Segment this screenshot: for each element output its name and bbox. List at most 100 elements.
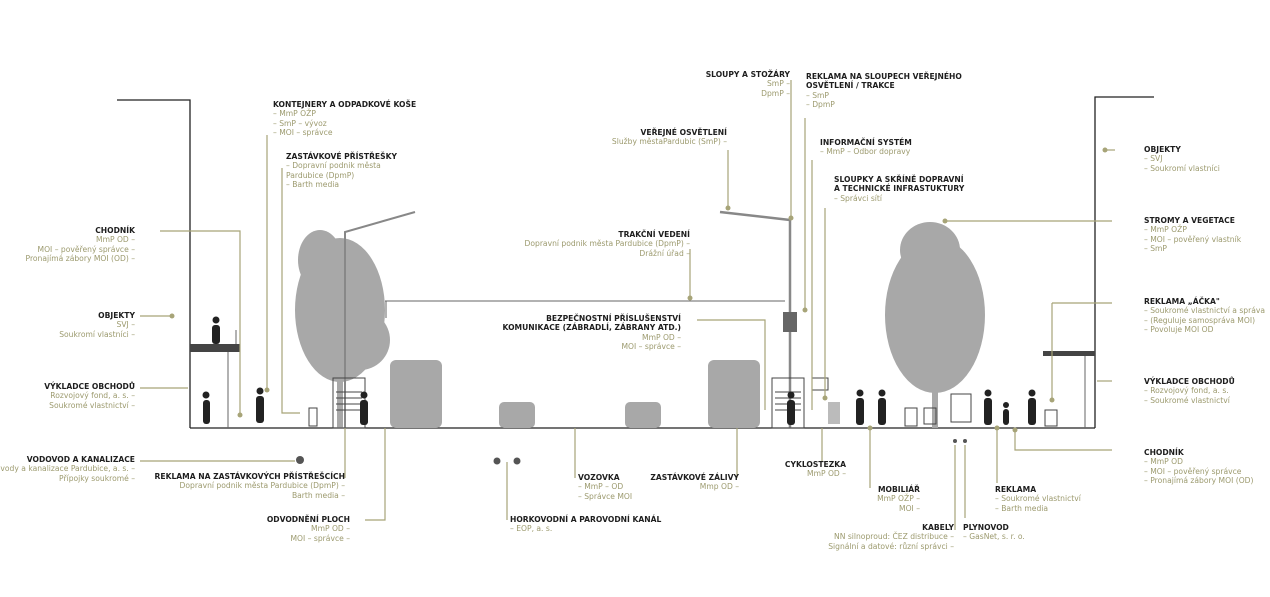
label-sloupy: SLOUPY A STOŽÁRY SmP – DpmP – xyxy=(706,70,790,98)
kabely-title: KABELY xyxy=(922,523,954,532)
odvodneni-title: ODVODNĚNÍ PLOCH xyxy=(266,515,350,524)
informacni-title: INFORMAČNÍ SYSTÉM xyxy=(820,138,912,147)
label-vyklad-left: VÝKLADCE OBCHODŮ Rozvojový fond, a. s. –… xyxy=(44,382,135,410)
vyklad-left-line-2: Soukromé vlastnictví – xyxy=(49,400,135,410)
vyklad-right-title: VÝKLADCE OBCHODŮ xyxy=(1144,377,1235,386)
zastavkove-zalivy-line-1: Mmp OD – xyxy=(699,482,739,492)
chodnik-right-line-3: – Pronajímá zábory MOI (OD) xyxy=(1144,476,1254,486)
kabely-line-2: Signální a datové: různí správci – xyxy=(828,541,954,551)
right-shop-awning xyxy=(1043,351,1095,356)
label-zastavkove-zalivy: ZASTÁVKOVÉ ZÁLIVY Mmp OD – xyxy=(650,473,739,492)
objekty-right-line-1: – SVJ xyxy=(1144,154,1163,164)
plynovod-title: PLYNOVOD xyxy=(963,523,1009,532)
stromy-line-2: – MOI – pověřený vlastník xyxy=(1144,234,1242,244)
label-informacni: INFORMAČNÍ SYSTÉM – MmP – Odbor dopravy xyxy=(820,138,912,157)
label-objekty-right: OBJEKTY – SVJ – Soukromí vlastníci xyxy=(1144,145,1220,173)
mobiliar-line-1: MmP OŽP – xyxy=(877,494,920,504)
trakce-pole-box xyxy=(783,312,797,332)
stromy-line-1: – MmP OŽP xyxy=(1144,225,1187,235)
vozovka-line-1: – MmP – OD xyxy=(578,482,624,492)
cable-marker-2 xyxy=(963,439,967,443)
objekty-right-title: OBJEKTY xyxy=(1144,145,1181,154)
label-verejne-osvetleni: VEŘEJNÉ OSVĚTLENÍ Služby městaPardubic (… xyxy=(612,128,727,147)
vozovka-line-2: – Správce MOI xyxy=(578,491,633,501)
bezpecnost-line-2: MOI – správce – xyxy=(621,342,682,352)
sloupky-title: SLOUPKY A SKŘÍNĚ DOPRAVNÍ xyxy=(834,175,964,184)
kabely-line-1: NN silnoproud: ČEZ distribuce – xyxy=(834,532,954,542)
objekty-left-line-2: Soukromí vlastníci – xyxy=(59,329,135,339)
bezpecnost-title-2: KOMUNIKACE (ZÁBRADLÍ, ZÁBRANY ATD.) xyxy=(502,323,681,333)
label-objekty-left: OBJEKTY SVJ – Soukromí vlastníci – xyxy=(59,311,135,339)
kontejnery-line-2: – SmP – vývoz xyxy=(273,118,327,128)
kontejnery-title: KONTEJNERY A ODPADKOVÉ KOŠE xyxy=(273,100,417,109)
reklama-sloupy-title-2: OSVĚTLENÍ / TRAKCE xyxy=(806,81,895,91)
left-car xyxy=(499,402,535,428)
reklama-acka-line-3: – Povoluje MOI OD xyxy=(1144,325,1214,335)
label-vyklad-right: VÝKLADCE OBCHODŮ – Rozvojový fond, a. s.… xyxy=(1144,377,1235,405)
trakcni-title: TRAKČNÍ VEDENÍ xyxy=(618,230,690,239)
objekty-right-line-2: – Soukromí vlastníci xyxy=(1144,163,1220,173)
sloupy-line-2: DpmP – xyxy=(761,88,790,98)
chodnik-left-line-2: MOI – pověřený správce – xyxy=(37,244,135,254)
odvodneni-line-2: MOI – správce – xyxy=(290,533,351,543)
reklama-acka-line-2: – (Reguluje samospráva MOI) xyxy=(1144,315,1256,325)
sloupky-title-2: A TECHNICKÉ INFRASTUKTURY xyxy=(834,184,965,194)
reklama-acka-title: REKLAMA „ÁČKA" xyxy=(1144,297,1220,306)
zastavkove-line-2: Pardubice (DpmP) xyxy=(286,170,355,180)
right-ad-frame xyxy=(904,407,918,427)
trakcni-line-2: Drážní úřad – xyxy=(639,248,690,258)
horkovod-line-1: – EOP, a. s. xyxy=(510,524,553,534)
advert-stand xyxy=(950,393,972,423)
chodnik-right-line-1: – MmP OD xyxy=(1144,457,1183,467)
right-tree xyxy=(885,222,985,428)
sloupy-title: SLOUPY A STOŽÁRY xyxy=(705,70,790,79)
reklama-acka-line-1: – Soukromé vlastnictví a správa xyxy=(1144,306,1266,316)
right-waste-bin xyxy=(1044,409,1058,427)
zastavkove-line-1: – Dopravní podnik města xyxy=(286,161,381,171)
label-plynovod: PLYNOVOD – GasNet, s. r. o. xyxy=(963,523,1025,542)
leader-lines xyxy=(140,80,1115,530)
bench xyxy=(923,407,937,425)
mobiliar-title: MOBILIÁŘ xyxy=(877,485,920,494)
label-chodnik-right: CHODNÍK – MmP OD – MOI – pověřený správc… xyxy=(1144,448,1253,486)
label-reklama-acka: REKLAMA „ÁČKA" – Soukromé vlastnictví a … xyxy=(1144,297,1265,335)
leader-dots xyxy=(169,147,1108,433)
kontejnery-line-1: – MmP OŽP xyxy=(273,109,316,119)
chodnik-left-line-1: MmP OD – xyxy=(96,235,135,245)
label-reklama-sloupy: REKLAMA NA SLOUPECH VEŘEJNÉHO OSVĚTLENÍ … xyxy=(806,72,962,110)
label-reklama-zastavky: REKLAMA NA ZASTÁVKOVÝCH PŘÍSTŘEŠCÍCH Dop… xyxy=(155,472,345,500)
label-bezpecnost: BEZPEČNOSTNÍ PŘÍSLUŠENSTVÍ KOMUNIKACE (Z… xyxy=(503,314,681,352)
mobiliar-line-2: MOI – xyxy=(899,503,920,513)
chodnik-left-title: CHODNÍK xyxy=(95,226,135,235)
vyklad-left-title: VÝKLADCE OBCHODŮ xyxy=(44,382,135,391)
label-sloupky: SLOUPKY A SKŘÍNĚ DOPRAVNÍ A TECHNICKÉ IN… xyxy=(834,175,964,203)
label-vozovka: VOZOVKA – MmP – OD – Správce MOI xyxy=(578,473,632,501)
chodnik-left-line-3: Pronajímá zábory MOI (OD) – xyxy=(25,254,135,264)
right-car xyxy=(625,402,661,428)
hot-water-pipe-marker-1 xyxy=(493,457,501,465)
label-cyklostezka: CYKLOSTEZKA MmP OD – xyxy=(785,460,846,479)
left-waste-bin xyxy=(308,407,318,427)
cyklostezka-line-1: MmP OD – xyxy=(807,469,846,479)
zastavkove-line-3: – Barth media xyxy=(286,180,340,190)
reklama-right-title: REKLAMA xyxy=(995,485,1037,494)
hot-water-pipe-marker-2 xyxy=(513,457,521,465)
label-kabely: KABELY NN silnoproud: ČEZ distribuce – S… xyxy=(828,523,954,551)
chodnik-right-line-2: – MOI – pověřený správce xyxy=(1144,466,1242,476)
cable-marker-1 xyxy=(953,439,957,443)
label-vodovod: VODOVOD A KANALIZACE odovody a kanalizac… xyxy=(0,455,135,483)
vodovod-line-1: odovody a kanalizace Pardubice, a. s. – xyxy=(0,464,135,474)
reklama-zastavky-line-1: Dopravní podnik města Pardubice (DpmP) – xyxy=(179,481,346,491)
verejne-line-1: Služby městaPardubic (SmP) – xyxy=(611,137,727,147)
horkovod-title: HORKOVODNÍ A PAROVODNÍ KANÁL xyxy=(510,515,662,524)
left-bus xyxy=(390,360,442,428)
vyklad-right-line-2: – Soukromé vlastnictví xyxy=(1144,395,1230,405)
vodovod-line-2: Přípojky soukromé – xyxy=(59,473,135,483)
info-panel xyxy=(828,402,840,424)
verejne-title: VEŘEJNÉ OSVĚTLENÍ xyxy=(640,128,728,137)
trakcni-line-1: Dopravní podnik města Pardubice (DpmP) – xyxy=(524,239,691,249)
zastavkove-title: ZASTÁVKOVÉ PŘÍSTŘEŠKY xyxy=(286,152,397,161)
bezpecnost-title: BEZPEČNOSTNÍ PŘÍSLUŠENSTVÍ xyxy=(546,314,681,323)
reklama-zastavky-title: REKLAMA NA ZASTÁVKOVÝCH PŘÍSTŘEŠCÍCH xyxy=(154,472,345,481)
